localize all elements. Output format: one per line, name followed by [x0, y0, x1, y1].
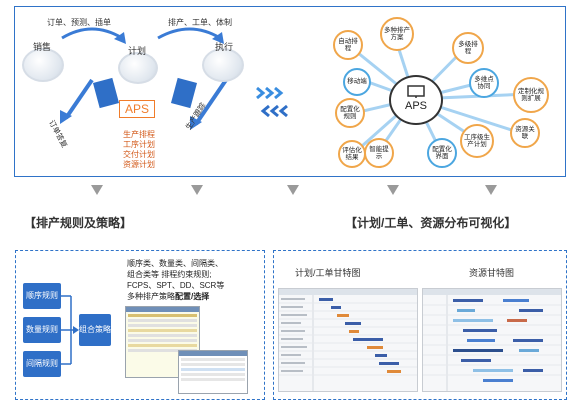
order-gantt-chart [278, 288, 418, 392]
gantt-title-resources: 资源甘特图 [469, 268, 515, 278]
hub-node-multi-point: 多维点协同 [469, 68, 499, 98]
chevron-arrows-icon [256, 86, 288, 118]
down-arrow-icon [387, 185, 399, 195]
plan-item: 资源计划 [123, 160, 155, 169]
section-title-rules: 【排产规则及策略】 [24, 216, 133, 230]
desc-bold: 配置/选择 [175, 292, 210, 301]
sales-circle [22, 48, 64, 82]
hub-node-mobile: 移动端 [343, 68, 371, 96]
desc-line: 顺序类、数量类、间隔类、 [127, 259, 223, 268]
role-plan: 计划 [128, 46, 147, 56]
label-sales-to-plan: 订单、预测、插单 [47, 18, 111, 27]
hub-node-multi-plan: 多种排产方案 [380, 17, 414, 51]
hub-node-process-plan: 工序级生产计划 [460, 124, 494, 158]
down-arrows [91, 185, 497, 195]
hub-node-multi-level: 多级排程 [452, 32, 484, 64]
down-arrow-icon [91, 185, 103, 195]
role-sales: 销售 [33, 42, 52, 52]
plan-item: 交付计划 [123, 150, 155, 159]
rules-connectors [61, 295, 79, 365]
exec-circle [202, 48, 244, 82]
desc-line: 多种排产策略配置/选择 [127, 292, 210, 301]
plan-item: 生产排程 [123, 130, 155, 139]
cycle-diagram [60, 27, 228, 130]
hub-node-custom-rule: 定制化规则扩展 [513, 77, 549, 113]
hub-node-config-ui: 配置化界面 [427, 138, 457, 168]
monitor-icon [407, 85, 425, 98]
rules-screenshot-2 [178, 350, 248, 394]
desc-line: 组合类等 排程约束规则; [127, 270, 212, 279]
plan-items: 生产排程 工序计划 交付计划 资源计划 [123, 130, 155, 170]
down-arrow-icon [287, 185, 299, 195]
down-arrow-icon [485, 185, 497, 195]
rule-box-quantity: 数量规则 [23, 317, 61, 343]
plan-item: 工序计划 [123, 140, 155, 149]
hub-node-smart-hint: 智能提示 [364, 138, 394, 168]
visualization-panel [273, 250, 567, 400]
order-gantt-bars [279, 289, 417, 391]
hub-node-resource: 资源关联 [510, 118, 540, 148]
label-plan-to-exec: 排产、工单、体制 [168, 18, 232, 27]
section-title-visualization: 【计划/工单、资源分布可视化】 [345, 216, 517, 230]
rule-box-sequence: 顺序规则 [23, 283, 61, 309]
aps-hub-label: APS [404, 100, 427, 112]
rule-box-interval: 间隔规则 [23, 351, 61, 377]
hub-node-auto-scheduling: 自动排程 [333, 30, 363, 60]
role-exec: 执行 [215, 42, 234, 52]
desc-line: FCPS、SPT、DD、SCR等 [127, 281, 225, 290]
combo-strategy-box: 组合策略 [79, 314, 111, 346]
resource-gantt-chart [422, 288, 562, 392]
hub-node-eval-result: 评估化结果 [338, 140, 366, 168]
resource-gantt-bars [423, 289, 561, 391]
plan-circle [118, 52, 158, 84]
gantt-title-orders: 计划/工单甘特图 [295, 268, 361, 278]
aps-badge: APS [119, 100, 155, 118]
down-arrow-icon [191, 185, 203, 195]
aps-hub-center: APS [389, 75, 443, 125]
rules-panel [15, 250, 265, 400]
hub-node-config-rule: 配置化规则 [335, 98, 365, 128]
rules-description: 顺序类、数量类、间隔类、 组合类等 排程约束规则; FCPS、SPT、DD、SC… [127, 258, 224, 302]
